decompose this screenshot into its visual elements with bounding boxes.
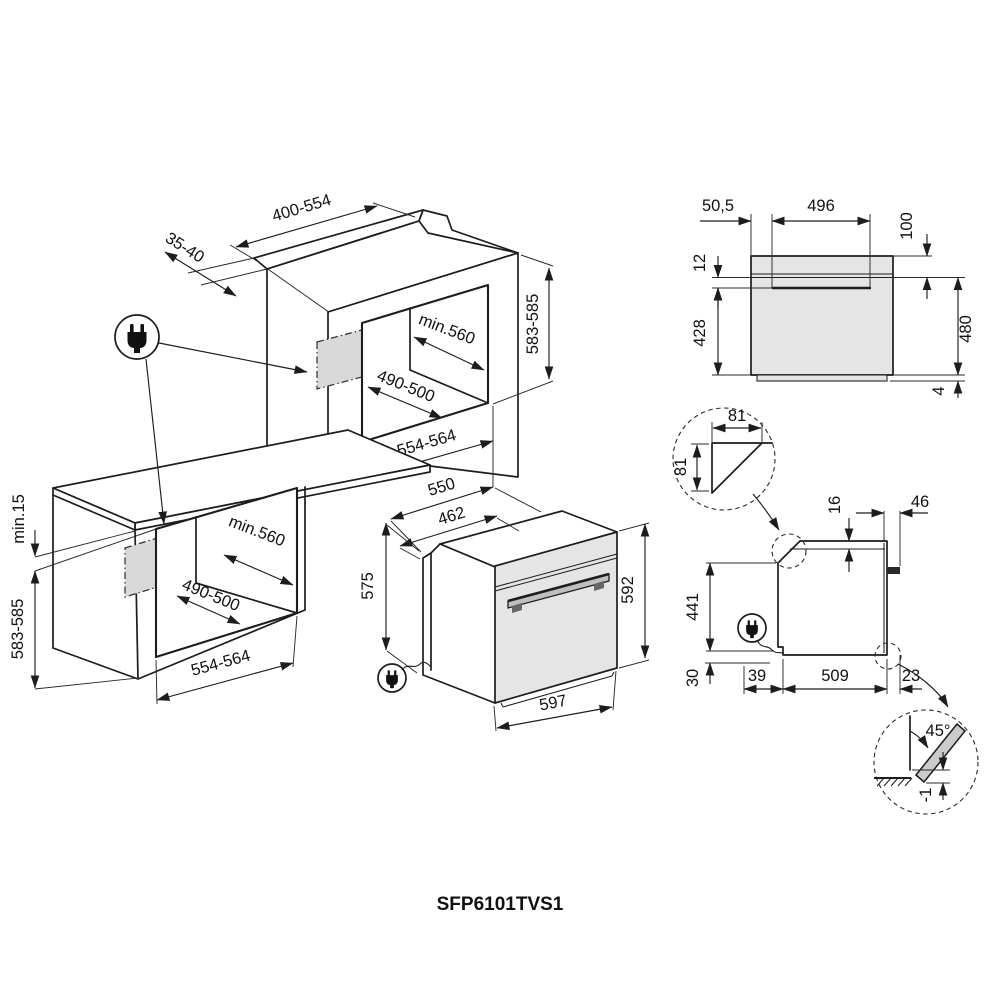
base-cabinet-outline	[52, 486, 306, 680]
ext-597	[493, 670, 617, 732]
control-panel-separator	[494, 553, 618, 592]
label-bracket-width: 496	[807, 197, 835, 215]
label-rear-offset: 23	[902, 667, 920, 685]
model-number-label: SFP6101TVS1	[437, 894, 564, 915]
ext-bottom-chain	[743, 655, 901, 694]
label-chamfer-width: 81	[728, 407, 746, 425]
side-outline	[777, 540, 888, 656]
dimension-597	[496, 704, 613, 731]
leader-door-detail	[897, 663, 949, 708]
label-bracket-gap: 12	[691, 254, 709, 272]
leader-to-lower-pad	[145, 358, 167, 525]
handle-foot-right	[594, 581, 604, 591]
ext-81-top	[711, 422, 763, 442]
door-edge-detail-view: 45° -1	[873, 709, 979, 815]
door-chamfer-bar	[914, 722, 967, 784]
chamfer-marker-circle	[771, 533, 807, 569]
dimension-462	[399, 515, 498, 547]
chamfer-detail-drawing	[711, 442, 773, 494]
ext-462	[399, 517, 520, 560]
dimension-400-554	[235, 205, 378, 248]
oven-handle-top-edge	[507, 572, 610, 603]
label-height-rear: 480	[957, 315, 975, 343]
floor-hatching	[876, 777, 913, 787]
oven-door-face	[494, 531, 618, 704]
label-rear-clearance: 46	[911, 493, 929, 511]
label-chamfer-height: 81	[672, 458, 690, 476]
leader-to-upper-pad	[158, 342, 308, 374]
dimension-min560-upper	[413, 336, 485, 371]
label-front-offset: 39	[748, 667, 766, 685]
label-door-offset: -1	[917, 788, 935, 803]
oven-left-face	[423, 544, 495, 703]
side-power-cable	[756, 639, 784, 654]
rear-body	[750, 255, 894, 376]
door-detail-circle	[873, 709, 979, 815]
dimension-550	[390, 486, 494, 520]
label-door-angle: 45°	[926, 722, 951, 740]
leader-chamfer-detail	[752, 493, 780, 531]
label-bottom-clearance: 30	[684, 669, 702, 687]
oven-left-face-edges	[422, 543, 496, 704]
ext-400-554	[229, 202, 416, 265]
oven-side-view: 81 81 16 46 441 30 39 509 23	[672, 407, 949, 708]
label-width: 597	[538, 692, 568, 715]
label-side-offset: 50,5	[702, 197, 734, 215]
ext-575	[386, 524, 420, 674]
label-base-height: 4	[930, 386, 948, 395]
handle-foot-left	[512, 603, 522, 613]
lower-niche-inner-edges	[195, 516, 298, 614]
ext-441	[706, 562, 776, 652]
rear-base	[756, 374, 888, 382]
label-lower-height: 428	[691, 319, 709, 347]
ext-min15	[34, 528, 157, 572]
terminal-block	[887, 567, 900, 574]
dimension-490-500-lower	[176, 595, 241, 625]
rear-top-lines	[751, 273, 893, 279]
angle-arc-45	[909, 730, 929, 749]
label-niche-height-lower: 583-585	[9, 599, 27, 660]
ext-583-585-lower	[34, 677, 139, 690]
dimension-554-564-lower	[156, 662, 294, 701]
oven-front-view: 550 462 575 592 597	[359, 475, 650, 732]
label-body-depth: 509	[821, 667, 849, 685]
dimension-490-500-upper	[367, 386, 443, 419]
label-top-recess: 16	[826, 496, 844, 514]
chamfer-detail-circle	[672, 407, 776, 511]
label-worktop-clearance: min.15	[10, 494, 28, 544]
power-connection-callout	[114, 314, 308, 525]
upper-cabinet-left-face	[267, 269, 328, 446]
ext-583-585-upper	[492, 254, 554, 405]
label-height-body: 575	[359, 572, 377, 600]
upper-niche-inner-edges	[409, 307, 489, 404]
label-top-offset: 100	[898, 212, 916, 240]
oven-rear-view: 50,5 496 100 12 428 480 4	[691, 197, 975, 398]
dimension-min560-lower	[223, 554, 294, 586]
door-corner-marker-circle	[874, 642, 902, 670]
oven-power-cable	[401, 661, 432, 671]
label-front-height: 441	[684, 593, 702, 621]
base-cabinet-view: min.15 583-585 min.560 490-500 554-564	[9, 429, 431, 705]
label-height-front: 592	[619, 576, 637, 604]
dimension-35-40	[164, 251, 237, 297]
label-niche-height-upper: 583-585	[524, 294, 542, 355]
ext-81-left	[691, 443, 709, 492]
